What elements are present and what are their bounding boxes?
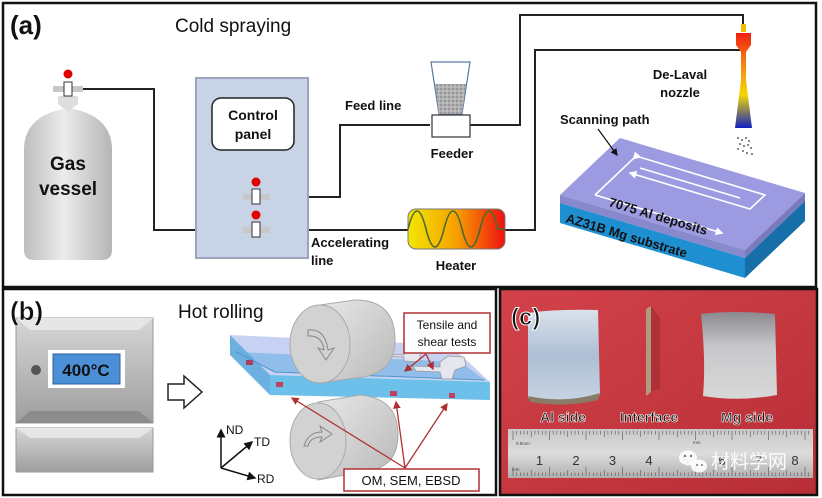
rotation-arrow-icon bbox=[303, 424, 333, 447]
feeder: Feeder bbox=[430, 61, 474, 161]
panel-a-label: (a) bbox=[10, 10, 42, 40]
furnace: 400°C bbox=[15, 317, 154, 473]
ruler-body bbox=[508, 429, 813, 478]
axis-nd-label: ND bbox=[226, 423, 244, 437]
roller-end-face bbox=[289, 304, 351, 384]
valve-knob-icon bbox=[63, 69, 73, 79]
accelerating-line-label-2: line bbox=[311, 253, 333, 268]
nozzle-icon bbox=[735, 33, 752, 128]
panel-c-label: (c) bbox=[511, 304, 540, 331]
furnace-temperature: 400°C bbox=[62, 361, 109, 380]
ruler-unit-bottom: mm bbox=[512, 467, 520, 472]
axis-rd-label: RD bbox=[257, 472, 275, 486]
scanning-path-pointer bbox=[597, 128, 618, 156]
al-side-sample bbox=[528, 309, 600, 401]
top-roller bbox=[289, 299, 396, 384]
deposit-top-face bbox=[560, 138, 805, 250]
panel-a: (a) Cold spraying Gas vessel Control p bbox=[1, 1, 818, 289]
nozzle-label-2: nozzle bbox=[660, 85, 700, 100]
panel-b-label: (b) bbox=[10, 296, 43, 326]
ruler-number: 6 bbox=[718, 453, 725, 468]
ruler: 0.5mm mm mm 12345678 bbox=[508, 429, 813, 478]
furnace-knob-icon bbox=[31, 365, 41, 375]
sample-label-interface: Interface bbox=[620, 409, 679, 425]
accelerating-valve bbox=[243, 210, 270, 238]
tests-label-2: shear tests bbox=[418, 335, 477, 349]
tests-annotation: Tensile and shear tests bbox=[403, 312, 491, 372]
panel-c: (c) Al side Interface Mg side 0.5mm mm m… bbox=[498, 287, 819, 497]
control-panel-label-2: panel bbox=[235, 126, 272, 142]
ruler-number: 4 bbox=[645, 453, 652, 468]
sample-label-al: Al side bbox=[540, 409, 586, 425]
feed-valve bbox=[243, 177, 270, 205]
coordinate-axes: ND TD RD bbox=[216, 423, 275, 486]
valve-knob-icon bbox=[251, 177, 261, 187]
watermark: 材料学网 bbox=[679, 450, 787, 473]
feeder-label: Feeder bbox=[431, 146, 474, 161]
feeder-box bbox=[431, 114, 471, 138]
gas-cylinder-icon bbox=[24, 108, 112, 260]
control-panel-label-1: Control bbox=[228, 107, 278, 123]
heater-label: Heater bbox=[436, 258, 476, 273]
control-display bbox=[211, 97, 295, 151]
analysis-annotation: OM, SEM, EBSD bbox=[290, 397, 480, 492]
ruler-number: 3 bbox=[609, 453, 616, 468]
panel-b-title: Hot rolling bbox=[178, 302, 264, 323]
heating-coil-icon bbox=[407, 210, 505, 248]
interface-sample bbox=[646, 306, 651, 396]
temperature-display bbox=[52, 353, 121, 385]
ruler-number: 1 bbox=[536, 453, 543, 468]
cylinder-neck bbox=[58, 96, 78, 112]
valve-knob-icon bbox=[251, 210, 261, 220]
accelerating-line-label-1: Accelerating bbox=[311, 235, 389, 250]
rotation-arrow-icon bbox=[307, 329, 336, 361]
de-laval-nozzle: De-Laval nozzle bbox=[653, 24, 753, 155]
panel-b: 400°C (b) Hot rolling bbox=[1, 287, 498, 497]
control-panel: Control panel bbox=[195, 77, 309, 259]
spray-particles bbox=[737, 137, 753, 155]
bottom-roller bbox=[289, 394, 399, 481]
ruler-number: 2 bbox=[572, 453, 579, 468]
powder bbox=[435, 84, 466, 114]
heater: Heater bbox=[407, 208, 506, 273]
heater-to-nozzle-pipe bbox=[505, 49, 740, 231]
valve-body bbox=[63, 81, 73, 97]
ruler-unit-top: 0.5mm bbox=[516, 441, 530, 446]
ruler-ticks bbox=[512, 431, 809, 476]
ruler-number: 8 bbox=[791, 453, 798, 468]
deposit-front-face bbox=[560, 195, 745, 258]
panel-a-title: Cold spraying bbox=[175, 16, 291, 37]
sample-label-mg: Mg side bbox=[721, 409, 773, 425]
mg-side-sample bbox=[701, 312, 777, 399]
gas-vessel: Gas vessel bbox=[24, 69, 112, 260]
scanning-path-label: Scanning path bbox=[560, 112, 650, 127]
feeder-to-nozzle-pipe bbox=[470, 14, 744, 126]
scanning-path-icon bbox=[594, 151, 767, 235]
wechat-icon bbox=[679, 450, 697, 466]
gas-vessel-label-2: vessel bbox=[39, 179, 97, 200]
ruler-unit-mid: mm bbox=[693, 440, 701, 445]
watermark-text: 材料学网 bbox=[711, 451, 787, 473]
nozzle-label-1: De-Laval bbox=[653, 67, 707, 82]
substrate-front-face bbox=[560, 203, 745, 278]
gas-vessel-label-1: Gas bbox=[50, 154, 86, 175]
ruler-number: 7 bbox=[755, 453, 762, 468]
tests-label-1: Tensile and bbox=[417, 318, 478, 332]
analysis-label: OM, SEM, EBSD bbox=[362, 473, 461, 488]
sample-markers bbox=[246, 360, 455, 398]
process-arrow-icon bbox=[167, 374, 204, 410]
axis-td-label: TD bbox=[254, 435, 270, 449]
roller-end-face bbox=[289, 402, 347, 480]
feed-line-label: Feed line bbox=[345, 98, 401, 113]
